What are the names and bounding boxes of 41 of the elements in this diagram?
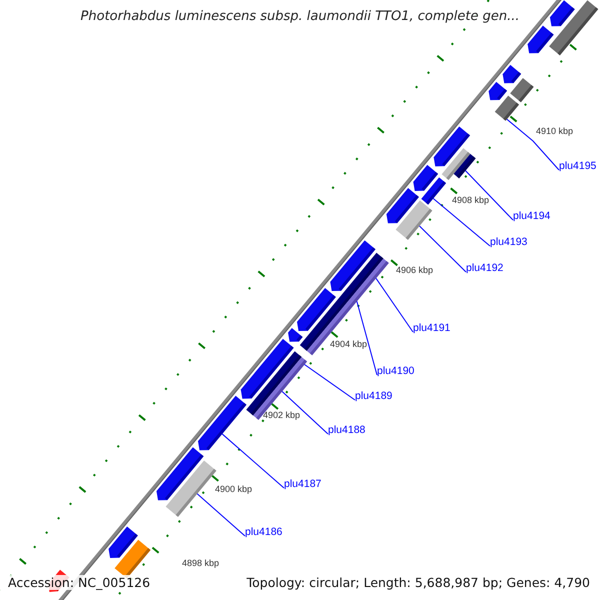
- gene-block: [502, 64, 522, 84]
- leader-line: [464, 170, 514, 220]
- scale-label: 4898 kbp: [182, 558, 220, 568]
- scale-label: 4904 kbp: [330, 339, 368, 349]
- gene-label: plu4189: [355, 390, 392, 402]
- gene-block: [288, 328, 303, 342]
- gene-label: plu4193: [490, 236, 528, 248]
- leader-line: [222, 433, 284, 488]
- gene-block: [528, 26, 554, 54]
- gene-label: plu4194: [513, 210, 550, 222]
- gene-label: plu4188: [328, 424, 366, 436]
- gene-label: plu4192: [466, 262, 504, 274]
- gene-block: [421, 177, 446, 205]
- scale-label: 4908 kbp: [452, 195, 490, 205]
- scale-label: 4910 kbp: [536, 126, 574, 136]
- gene-block: [488, 82, 508, 100]
- leader-line: [506, 118, 560, 170]
- accession-text: Accession: NC_005126: [6, 575, 152, 590]
- leader-line: [418, 226, 466, 272]
- gene-block: [494, 96, 519, 121]
- gene-block: [246, 351, 308, 420]
- leader-line: [432, 198, 490, 246]
- gene-block: [300, 252, 389, 356]
- scale-label: 4902 kbp: [263, 410, 300, 420]
- leader-line: [304, 364, 356, 400]
- gene-label: plu4186: [245, 526, 282, 538]
- gene-block: [442, 148, 476, 180]
- leader-line: [282, 390, 328, 434]
- leader-line: [356, 300, 378, 376]
- map-title: Photorhabdus luminescens subsp. laumondii TTO1, complete gen...: [80, 9, 520, 24]
- gene-label: plu4190: [377, 365, 414, 377]
- scale-label: 4900 kbp: [215, 484, 252, 494]
- genome-summary-text: Topology: circular; Length: 5,688,987 bp; Genes: 4,790: [244, 575, 592, 590]
- gene-label: plu4187: [284, 478, 322, 490]
- gene-label: plu4195: [559, 160, 596, 172]
- leader-line: [376, 278, 414, 332]
- scale-label: 4906 kbp: [396, 265, 434, 275]
- gene-label: plu4191: [413, 322, 450, 334]
- gene-block: [198, 396, 246, 450]
- leader-line: [196, 493, 246, 536]
- gene-block: [510, 78, 534, 102]
